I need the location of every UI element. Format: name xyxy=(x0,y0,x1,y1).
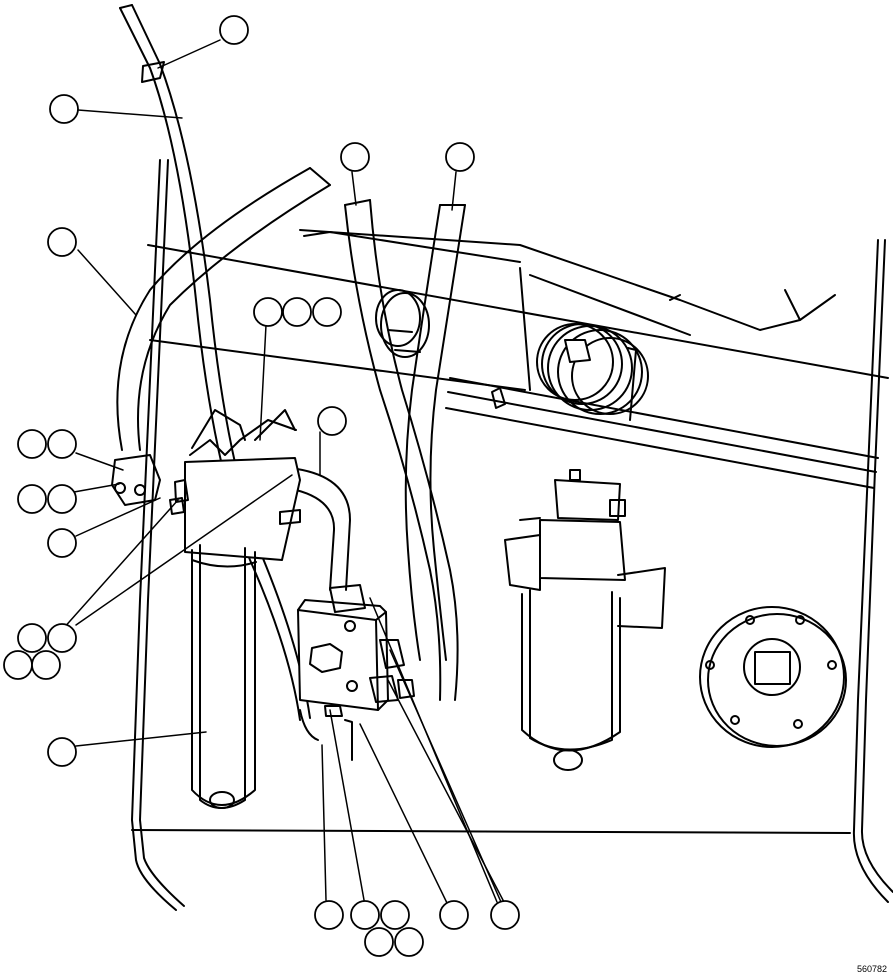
beam-bracket xyxy=(491,387,506,409)
callout-bubble xyxy=(350,900,380,930)
leader-lines xyxy=(61,39,505,904)
callout-bubble xyxy=(490,900,520,930)
callout-bubble xyxy=(17,623,47,653)
callout-bubble xyxy=(49,94,79,124)
callout-bubble xyxy=(47,737,77,767)
callout-bubbles xyxy=(3,15,520,957)
curved-hose xyxy=(116,167,331,451)
callout-bubble xyxy=(17,429,47,459)
bent-pipe xyxy=(289,467,351,591)
callout-bubble xyxy=(380,900,410,930)
callout-bubble xyxy=(253,297,283,327)
callout-bubble xyxy=(282,297,312,327)
callout-bubble xyxy=(340,142,370,172)
callout-bubble xyxy=(3,650,33,680)
callout-bubble xyxy=(317,406,347,436)
cross-beam xyxy=(147,229,889,489)
callout-bubble xyxy=(312,297,342,327)
callout-bubble xyxy=(445,142,475,172)
right-filter xyxy=(504,469,666,771)
long-hose xyxy=(119,4,311,721)
callout-bubble xyxy=(394,927,424,957)
callout-bubble xyxy=(47,227,77,257)
drawing-reference-code: 560782 xyxy=(856,964,887,974)
hub-flange xyxy=(699,606,847,748)
rear-pulley xyxy=(536,323,649,421)
upper-pulley xyxy=(375,289,430,358)
center-hose-left xyxy=(344,199,459,701)
callout-bubble xyxy=(47,484,77,514)
callout-bubble xyxy=(47,623,77,653)
left-filter xyxy=(169,409,301,809)
callout-bubble xyxy=(47,429,77,459)
valve-block xyxy=(297,584,415,761)
panel-frame xyxy=(131,159,893,911)
callout-bubble xyxy=(439,900,469,930)
callout-bubble xyxy=(219,15,249,45)
callout-bubble xyxy=(17,484,47,514)
callout-bubble xyxy=(31,650,61,680)
callout-bubble xyxy=(364,927,394,957)
callout-bubble xyxy=(314,900,344,930)
callout-bubble xyxy=(47,528,77,558)
